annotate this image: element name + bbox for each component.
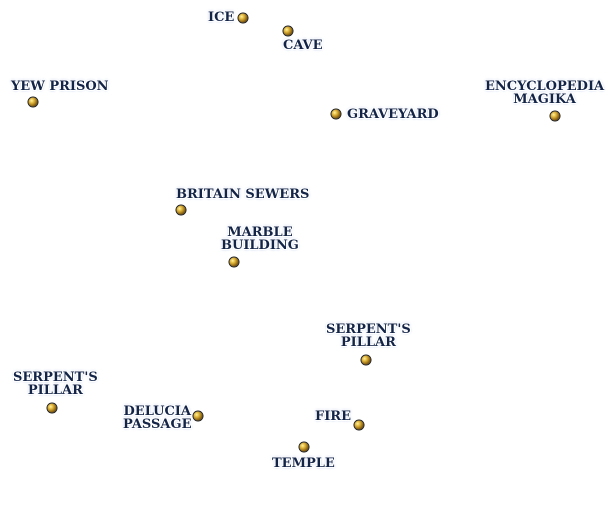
- location-marker-icon[interactable]: [28, 97, 38, 107]
- location-label-serpents-pillar-east[interactable]: SERPENT'S PILLAR: [326, 322, 411, 350]
- location-label-delucia-passage[interactable]: DELUCIA PASSAGE: [123, 404, 192, 432]
- location-marker-icon[interactable]: [283, 26, 293, 36]
- location-label-cave[interactable]: CAVE: [283, 38, 323, 53]
- location-marker-icon[interactable]: [47, 403, 57, 413]
- location-marker-icon[interactable]: [550, 111, 560, 121]
- location-label-yew-prison[interactable]: YEW PRISON: [11, 79, 109, 94]
- location-label-ice[interactable]: ICE: [208, 10, 235, 25]
- location-marker-icon[interactable]: [361, 355, 371, 365]
- location-marker-icon[interactable]: [299, 442, 309, 452]
- location-marker-icon[interactable]: [238, 13, 248, 23]
- location-label-britain-sewers[interactable]: BRITAIN SEWERS: [176, 187, 310, 202]
- location-label-encyclopedia-magika[interactable]: ENCYCLOPEDIA MAGIKA: [485, 79, 605, 107]
- location-label-temple[interactable]: TEMPLE: [272, 456, 335, 471]
- location-marker-icon[interactable]: [331, 109, 341, 119]
- location-marker-icon[interactable]: [176, 205, 186, 215]
- location-label-marble-building[interactable]: MARBLE BUILDING: [221, 225, 299, 253]
- location-label-fire[interactable]: FIRE: [315, 409, 352, 424]
- location-marker-icon[interactable]: [193, 411, 203, 421]
- location-marker-icon[interactable]: [229, 257, 239, 267]
- location-label-serpents-pillar-west[interactable]: SERPENT'S PILLAR: [13, 370, 98, 398]
- location-marker-icon[interactable]: [354, 420, 364, 430]
- location-label-graveyard[interactable]: GRAVEYARD: [347, 107, 439, 122]
